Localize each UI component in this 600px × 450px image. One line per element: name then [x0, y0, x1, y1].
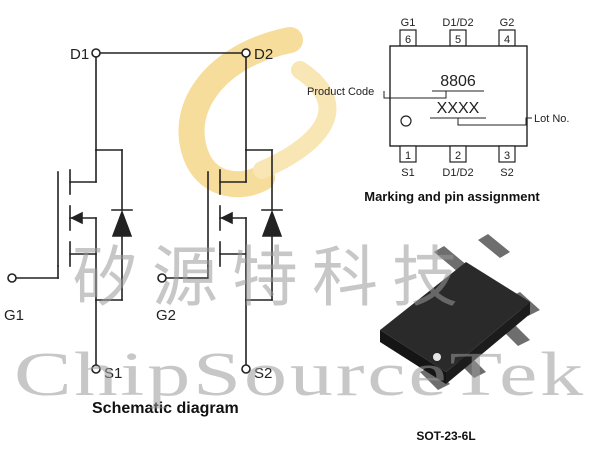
package-body-side — [380, 330, 446, 384]
lot-code-value: XXXX — [437, 100, 480, 117]
package-lead-2 — [478, 234, 510, 258]
top-pin-number-2: 5 — [455, 34, 461, 46]
top-pin-number-3: 4 — [504, 34, 510, 46]
label-s2: S2 — [254, 365, 272, 382]
package-caption: SOT-23-6L — [416, 429, 475, 443]
product-code-leader — [383, 91, 447, 99]
bottom-pin-number-2: 2 — [455, 150, 461, 162]
mosfet-1 — [7, 56, 133, 374]
label-g1: G1 — [4, 307, 24, 324]
watermark-logo-swoosh — [253, 61, 337, 179]
mosfet-1-body-arrow — [70, 211, 83, 225]
bottom-pin-box-3 — [498, 145, 516, 163]
lot-no-label: Lot No. — [534, 113, 569, 125]
sot23-package: SOT-23-6L — [380, 234, 540, 443]
package-pin1-mark — [433, 353, 441, 361]
package-body-front — [446, 302, 530, 384]
product-code-value: 8806 — [440, 73, 476, 90]
schematic-caption: Schematic diagram — [92, 400, 239, 417]
package-body-top — [380, 262, 530, 372]
terminal-g2 — [157, 273, 167, 283]
top-pin-name-2: D1/D2 — [442, 17, 473, 29]
watermark-english: ChipSourceTek — [14, 341, 586, 409]
marking-diagram: G1 D1/D2 G2 6 5 4 1 2 3 S1 D1/D2 S2 8806… — [307, 17, 569, 204]
label-g2: G2 — [156, 307, 176, 324]
watermark-logo-arc — [178, 27, 303, 198]
bottom-pin-name-1: S1 — [401, 167, 414, 179]
top-pin-number-1: 6 — [405, 34, 411, 46]
lot-no-leader — [457, 117, 532, 126]
terminal-s1 — [91, 364, 101, 374]
top-pin-name-3: G2 — [500, 17, 515, 29]
marking-package-body — [389, 45, 528, 147]
mosfet-2 — [157, 56, 283, 374]
product-code-label: Product Code — [307, 86, 374, 98]
terminal-d2 — [241, 48, 251, 58]
package-lead-1 — [434, 246, 468, 272]
mosfet-1-diode-triangle — [111, 209, 133, 237]
pin1-dot — [400, 115, 412, 127]
bottom-pin-box-1 — [399, 145, 417, 163]
mosfet-2-diode-triangle — [261, 209, 283, 237]
marking-caption: Marking and pin assignment — [364, 189, 540, 204]
bottom-pin-name-2: D1/D2 — [442, 167, 473, 179]
terminal-g1 — [7, 273, 17, 283]
mosfet-2-body-arrow — [220, 211, 233, 225]
bottom-pin-number-1: 1 — [405, 150, 411, 162]
label-d1: D1 — [70, 46, 89, 63]
schematic-diagram — [7, 48, 283, 374]
watermark-logo — [178, 27, 337, 198]
terminal-s2 — [241, 364, 251, 374]
bottom-pin-box-2 — [449, 145, 467, 163]
bottom-pin-name-3: S2 — [500, 167, 513, 179]
top-pin-name-1: G1 — [401, 17, 416, 29]
terminal-d1 — [91, 48, 101, 58]
watermark-chinese: 矽源特科技 — [72, 239, 472, 316]
bottom-pin-number-3: 3 — [504, 150, 510, 162]
label-d2: D2 — [254, 46, 273, 63]
label-s1: S1 — [104, 365, 122, 382]
